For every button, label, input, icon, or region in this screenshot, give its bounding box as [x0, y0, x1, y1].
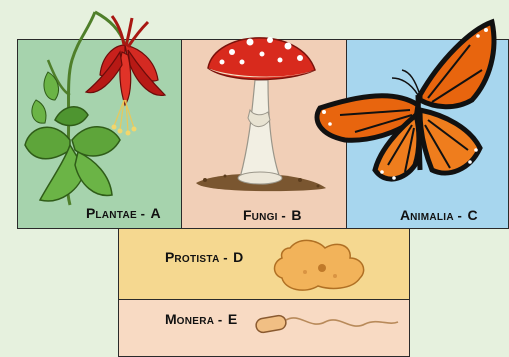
label-protista-initial: P: [165, 249, 174, 265]
label-animalia-letter: C: [467, 207, 477, 223]
amoeba-icon: [275, 240, 364, 290]
label-plantae-letter: A: [151, 205, 161, 221]
label-fungi: FUNGI - B: [243, 207, 301, 223]
label-animalia: ANIMALIA - C: [400, 207, 478, 223]
monarch-butterfly-icon: [317, 22, 494, 180]
label-fungi-rest: UNGI: [252, 212, 278, 223]
label-fungi-letter: B: [291, 207, 301, 223]
label-fungi-sep: -: [278, 208, 290, 223]
label-monera-rest: ONERA: [177, 316, 215, 327]
mushroom-icon: [196, 37, 326, 191]
bacterium-icon: [255, 315, 398, 334]
label-protista-letter: D: [233, 249, 243, 265]
label-protista-rest: ROTISTA: [174, 254, 219, 265]
label-fungi-initial: F: [243, 207, 252, 223]
label-monera-initial: M: [165, 311, 177, 327]
columbine-flower-icon: [25, 12, 165, 205]
label-protista: PROTISTA - D: [165, 249, 243, 265]
label-monera: MONERA - E: [165, 311, 237, 327]
label-monera-sep: -: [214, 312, 226, 327]
label-animalia-rest: NIMALIA: [410, 212, 454, 223]
label-animalia-sep: -: [454, 208, 466, 223]
label-plantae: PLANTAE - A: [86, 205, 161, 221]
label-plantae-initial: P: [86, 205, 95, 221]
label-protista-sep: -: [220, 250, 232, 265]
label-monera-letter: E: [228, 311, 237, 327]
label-plantae-sep: -: [137, 206, 149, 221]
label-animalia-initial: A: [400, 207, 410, 223]
label-plantae-rest: LANTAE: [95, 210, 137, 221]
